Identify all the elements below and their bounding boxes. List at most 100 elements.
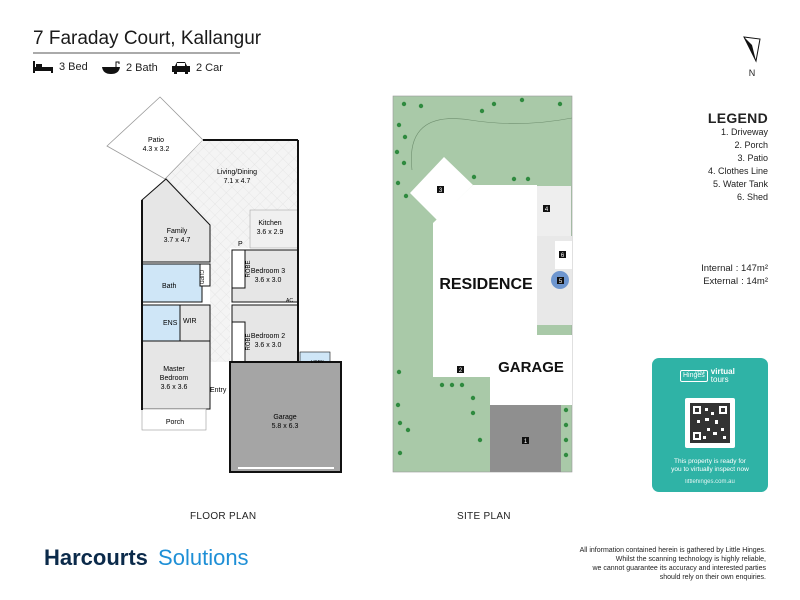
feature-bath: 2 Bath	[102, 61, 158, 75]
pantry-label: P	[238, 241, 243, 248]
legend-item: 1. Driveway	[720, 127, 768, 137]
qr-code-icon	[690, 403, 730, 443]
family-size: 3.7 x 4.7	[164, 237, 191, 244]
family-label: Family	[167, 228, 188, 235]
bed-icon	[33, 61, 53, 73]
porch-area	[141, 408, 207, 431]
tour-message: This property is ready for you to virtua…	[652, 458, 768, 474]
kitchen-label: Kitchen	[258, 220, 281, 227]
car-icon	[172, 62, 190, 74]
bedroom3-size: 3.6 x 3.0	[255, 277, 282, 284]
bath-icon	[102, 61, 120, 74]
internal-label: Internal	[701, 263, 733, 274]
patio-size: 4.3 x 3.2	[143, 146, 170, 153]
floor-plan-drawing: Patio 4.3 x 3.2 Living/Dining 7.1 x 4.7 …	[106, 96, 342, 473]
ac-label: AC	[286, 298, 293, 304]
cupd-label: CUPD	[198, 270, 204, 285]
marker-4: 4	[545, 207, 549, 213]
kitchen-area	[249, 209, 299, 249]
tour-url-link[interactable]: littlehinges.com.au	[685, 479, 735, 485]
robe1	[231, 249, 246, 289]
laundry-label: L'DRY	[311, 359, 324, 364]
living-size: 7.1 x 4.7	[224, 178, 251, 185]
garage-site-label: GARAGE	[498, 359, 564, 376]
north-compass: N	[740, 35, 764, 78]
internal-value: : 147m²	[735, 263, 768, 274]
bed-count: 3 Bed	[59, 61, 88, 73]
patio-area	[106, 96, 204, 180]
shrubs	[394, 97, 569, 458]
brand-name: Hinges	[683, 372, 705, 379]
marker-5: 5	[559, 279, 563, 285]
bedroom3-label: Bedroom 3	[251, 268, 285, 275]
ens-label: ENS	[163, 320, 178, 327]
patio-label: Patio	[148, 137, 164, 144]
disclaimer-line: we cannot guarantee its accuracy and int…	[592, 565, 766, 572]
logo-bold: Harcourts	[44, 545, 148, 570]
feature-car: 2 Car	[172, 61, 223, 74]
cupd	[199, 263, 211, 287]
floor-plan-caption: FLOOR PLAN	[190, 511, 257, 522]
external-value: : 14m²	[741, 276, 768, 287]
bedroom2-label: Bedroom 2	[251, 333, 285, 340]
qr-code[interactable]	[685, 398, 735, 448]
legend-item: 5. Water Tank	[712, 179, 768, 189]
logo-light: Solutions	[158, 545, 249, 570]
bath-label: Bath	[162, 283, 177, 290]
marker-3: 3	[439, 188, 443, 194]
living-area	[166, 140, 298, 362]
site-plan-drawing: 1 2 3 4 5 6 RESIDENCE GARAGE	[392, 95, 573, 473]
legend-item: 4. Clothes Line	[707, 166, 768, 176]
marker-6: 6	[561, 253, 565, 259]
master-room	[141, 340, 211, 410]
garage-size: 5.8 x 6.3	[272, 423, 299, 430]
bath-count: 2 Bath	[126, 62, 158, 74]
external-label: External	[703, 276, 739, 287]
garage-room	[229, 361, 342, 473]
tour-message-line2: you to virtually inspect now	[671, 466, 749, 473]
legend: LEGEND 1. Driveway 2. Porch 3. Patio 4. …	[660, 110, 768, 204]
clothes-line-area	[537, 186, 571, 236]
north-label: N	[748, 68, 756, 78]
tour-message-line1: This property is ready for	[674, 458, 746, 465]
site-markers: 1 2 3 4 5 6	[437, 186, 566, 445]
brand-small: LITTLE	[694, 370, 705, 374]
legend-item: 6. Shed	[736, 192, 768, 202]
bedroom2-size: 3.6 x 3.0	[255, 342, 282, 349]
marker-2: 2	[459, 368, 463, 374]
virtual-label: virtual	[710, 367, 735, 376]
disclaimer-line: Whilst the scanning technology is highly…	[615, 556, 766, 563]
title-divider	[33, 52, 240, 54]
kitchen-size: 3.6 x 2.9	[257, 229, 284, 236]
robe2-label: ROBE	[246, 333, 252, 350]
marker-1: 1	[524, 439, 528, 445]
robe1-label: ROBE	[246, 260, 252, 277]
area-summary: Internal: 147m² External: 14m²	[668, 262, 768, 288]
legend-title: LEGEND	[707, 110, 768, 126]
legend-item: 2. Porch	[734, 140, 768, 150]
disclaimer: All information contained herein is gath…	[560, 546, 766, 582]
master-label-2: Bedroom	[160, 375, 189, 382]
tours-label: tours	[710, 375, 729, 384]
wir-room	[179, 304, 211, 342]
car-count: 2 Car	[196, 61, 223, 74]
residence-footprint	[433, 185, 537, 377]
harcourts-logo: Harcourts Solutions	[44, 545, 249, 571]
entry-label: Entry	[210, 387, 227, 394]
garage-footprint	[490, 335, 572, 405]
legend-item: 3. Patio	[737, 153, 768, 163]
residence-label: RESIDENCE	[439, 276, 533, 293]
feature-bed: 3 Bed	[33, 61, 88, 73]
porch-label: Porch	[166, 419, 184, 426]
site-plan-caption: SITE PLAN	[457, 511, 511, 522]
wir-label: WIR	[183, 318, 197, 325]
disclaimer-line: should rely on their own enquiries.	[659, 574, 766, 581]
master-label: Master	[163, 366, 185, 373]
property-address: 7 Faraday Court, Kallangur	[33, 28, 262, 49]
north-arrow-icon	[743, 36, 761, 63]
master-size: 3.6 x 3.6	[161, 384, 188, 391]
disclaimer-line: All information contained herein is gath…	[579, 547, 766, 554]
